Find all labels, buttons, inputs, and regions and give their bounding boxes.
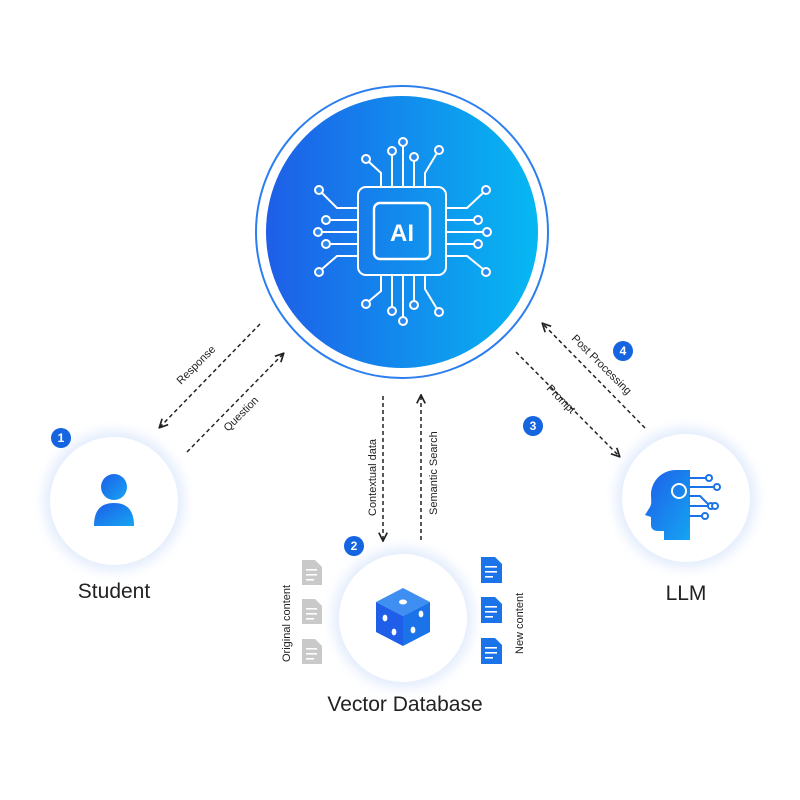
student-node[interactable] <box>44 431 184 571</box>
edge-prompt-label: Prompt <box>544 383 578 417</box>
llm-node[interactable] <box>616 428 756 568</box>
vector-db-label: Vector Database <box>327 693 483 716</box>
edge-post-processing <box>543 324 646 429</box>
prompt-badge: 3 <box>523 416 543 436</box>
original-documents: Original content <box>281 560 322 664</box>
document-icon <box>302 560 322 585</box>
user-icon <box>94 474 134 526</box>
new-content-label: New content <box>514 593 526 654</box>
document-icon <box>481 597 502 623</box>
edge-contextual-data-label: Contextual data <box>367 438 379 516</box>
cube-database-icon <box>376 588 430 646</box>
vector-db-badge: 2 <box>344 536 364 556</box>
student-label: Student <box>77 580 151 603</box>
chip-pin-ends <box>313 137 492 326</box>
document-icon <box>302 639 322 664</box>
svg-text:3: 3 <box>530 419 537 433</box>
student-node-circle <box>50 437 178 565</box>
vector-db-node[interactable] <box>333 548 473 688</box>
svg-text:1: 1 <box>58 431 65 445</box>
student-badge: 1 <box>51 428 71 448</box>
document-icon <box>302 599 322 624</box>
edge-response <box>160 323 261 427</box>
llm-label: LLM <box>665 582 707 605</box>
document-icon <box>481 638 502 664</box>
original-content-label: Original content <box>281 585 293 662</box>
post-processing-badge: 4 <box>613 341 633 361</box>
chip-icon <box>321 145 484 318</box>
ai-hub-disc <box>266 96 538 368</box>
document-icon <box>481 557 502 583</box>
new-documents: New content <box>481 557 526 664</box>
edge-response-label: Response <box>175 344 219 388</box>
ai-head-icon <box>645 470 721 540</box>
ai-hub: AI <box>255 85 549 379</box>
svg-text:4: 4 <box>620 344 627 358</box>
edge-question <box>186 354 283 453</box>
svg-text:2: 2 <box>351 539 358 553</box>
edge-semantic-search-label: Semantic Search <box>428 431 440 515</box>
chip-label: AI <box>390 220 414 247</box>
edge-prompt <box>515 351 619 456</box>
edge-question-label: Question <box>222 395 262 435</box>
